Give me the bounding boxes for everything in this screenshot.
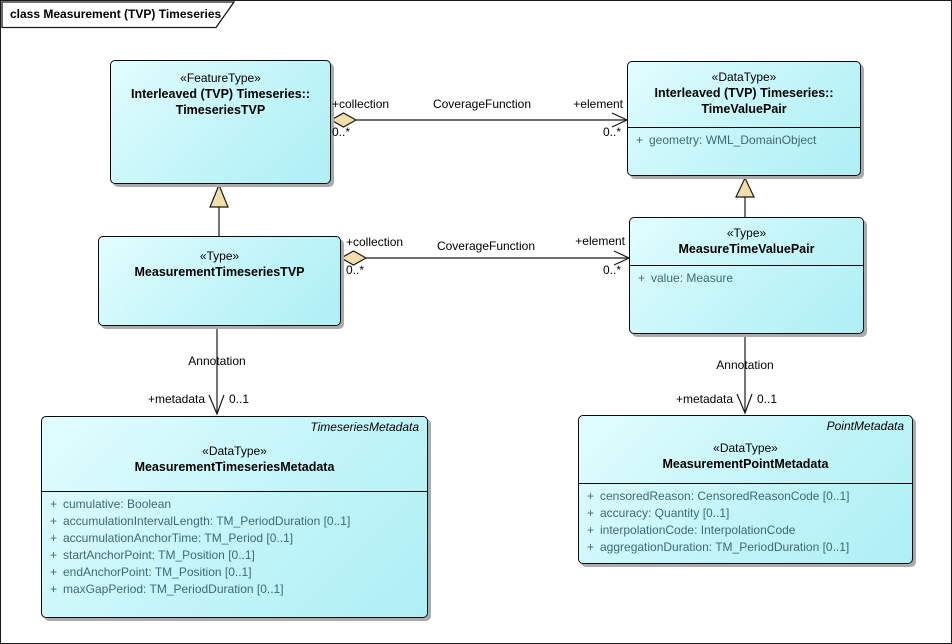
target-multiplicity-label: 0..* (602, 263, 621, 277)
connector-coverage-mid[interactable] (339, 250, 631, 266)
attribute-signature: startAnchorPoint: TM_Position [0..1] (63, 547, 255, 562)
diagram-title: class Measurement (TVP) Timeseries (10, 7, 222, 21)
class-name: MeasurementTimeseriesMetadata (134, 460, 335, 474)
attribute-row: + censoredReason: CensoredReasonCode [0.… (587, 488, 850, 503)
generalization-triangle-icon (735, 176, 755, 198)
attribute-row: + value: Measure (638, 270, 734, 285)
class-measure-time-value-pair[interactable]: «Type» MeasureTimeValuePair + value: Mea… (629, 217, 864, 334)
stereotype-label: «Type» (726, 226, 767, 240)
generalization-triangle-icon (209, 183, 229, 208)
stereotype-label: «DataType» (713, 441, 778, 455)
diagram-title-tab (1, 1, 236, 29)
source-multiplicity-label: 0..* (346, 263, 365, 277)
connector-annotation-left[interactable] (208, 326, 225, 416)
attribute-row: + cumulative: Boolean (50, 496, 172, 511)
class-measurement-point-metadata[interactable]: PointMetadata «DataType» MeasurementPoin… (578, 415, 913, 564)
attribute-signature: aggregationDuration: TM_PeriodDuration [… (600, 539, 850, 554)
target-role-label: +metadata (147, 392, 205, 406)
connector-annotation-right[interactable] (736, 334, 753, 415)
attribute-row: + startAnchorPoint: TM_Position [0..1] (50, 547, 255, 562)
attribute-row: + geometry: WML_DomainObject (636, 132, 817, 147)
attribute-signature: accumulationAnchorTime: TM_Period [0..1] (63, 530, 294, 545)
attribute-signature: maxGapPeriod: TM_PeriodDuration [0..1] (63, 581, 284, 596)
stereotype-label: «DataType» (202, 444, 267, 458)
stereotype-label: «FeatureType» (180, 71, 261, 85)
attribute-row: + accumulationIntervalLength: TM_PeriodD… (50, 513, 351, 528)
source-multiplicity-label: 0..* (332, 125, 351, 139)
classifier-corner-label: PointMetadata (826, 419, 904, 433)
target-role-label: +metadata (675, 392, 733, 406)
attribute-row: + accumulationAnchorTime: TM_Period [0..… (50, 530, 294, 545)
attribute-row: + endAnchorPoint: TM_Position [0..1] (50, 564, 252, 579)
class-measurement-timeseries-metadata[interactable]: TimeseriesMetadata «DataType» Measuremen… (41, 416, 428, 618)
attribute-row: + maxGapPeriod: TM_PeriodDuration [0..1] (50, 581, 284, 596)
attribute-row: + interpolationCode: InterpolationCode (587, 522, 796, 537)
aggregation-diamond-icon (339, 250, 368, 266)
class-qualifier: Interleaved (TVP) Timeseries:: (654, 86, 834, 100)
class-timeseries-tvp[interactable]: «FeatureType» Interleaved (TVP) Timeseri… (110, 60, 331, 184)
aggregation-diamond-icon (329, 112, 358, 128)
connector-generalization-left[interactable] (209, 183, 229, 236)
target-multiplicity-label: 0..1 (757, 392, 778, 406)
attribute-signature: accuracy: Quantity [0..1] (600, 505, 730, 520)
attribute-signature: endAnchorPoint: TM_Position [0..1] (63, 564, 252, 579)
class-name: MeasureTimeValuePair (678, 242, 815, 256)
stereotype-label: «DataType» (711, 70, 777, 84)
connector-generalization-right[interactable] (735, 176, 755, 217)
association-name-label: Annotation (716, 358, 774, 372)
class-time-value-pair[interactable]: «DataType» Interleaved (TVP) Timeseries:… (627, 61, 861, 176)
source-role-label: +collection (332, 97, 390, 111)
class-qualifier: Interleaved (TVP) Timeseries:: (130, 87, 310, 101)
classifier-corner-label: TimeseriesMetadata (310, 420, 419, 434)
class-name: MeasurementTimeseriesTVP (134, 265, 305, 279)
target-multiplicity-label: 0..* (602, 125, 621, 139)
target-multiplicity-label: 0..1 (229, 392, 250, 406)
class-name: MeasurementPointMetadata (662, 457, 829, 471)
class-name: TimeValuePair (701, 102, 787, 116)
source-role-label: +collection (346, 235, 404, 249)
target-role-label: +element (573, 97, 623, 111)
annotation-arrowhead-icon (736, 393, 753, 415)
association-name-label: CoverageFunction (432, 97, 532, 111)
attribute-signature: value: Measure (651, 270, 734, 285)
annotation-arrowhead-icon (208, 394, 225, 416)
attribute-signature: censoredReason: CensoredReasonCode [0..1… (600, 488, 850, 503)
target-role-label: +element (575, 234, 625, 248)
attribute-signature: cumulative: Boolean (63, 496, 172, 511)
class-name: TimeseriesTVP (175, 103, 266, 117)
attribute-row: + accuracy: Quantity [0..1] (587, 505, 730, 520)
attribute-signature: accumulationIntervalLength: TM_PeriodDur… (63, 513, 351, 528)
attribute-row: + aggregationDuration: TM_PeriodDuration… (587, 539, 850, 554)
stereotype-label: «Type» (199, 249, 240, 263)
class-measurement-timeseries-tvp[interactable]: «Type» MeasurementTimeseriesTVP (98, 236, 341, 326)
attribute-signature: interpolationCode: InterpolationCode (600, 522, 796, 537)
association-name-label: Annotation (188, 354, 246, 368)
association-name-label: CoverageFunction (436, 239, 536, 253)
connector-coverage-top[interactable] (329, 112, 629, 128)
attribute-signature: geometry: WML_DomainObject (649, 132, 817, 147)
